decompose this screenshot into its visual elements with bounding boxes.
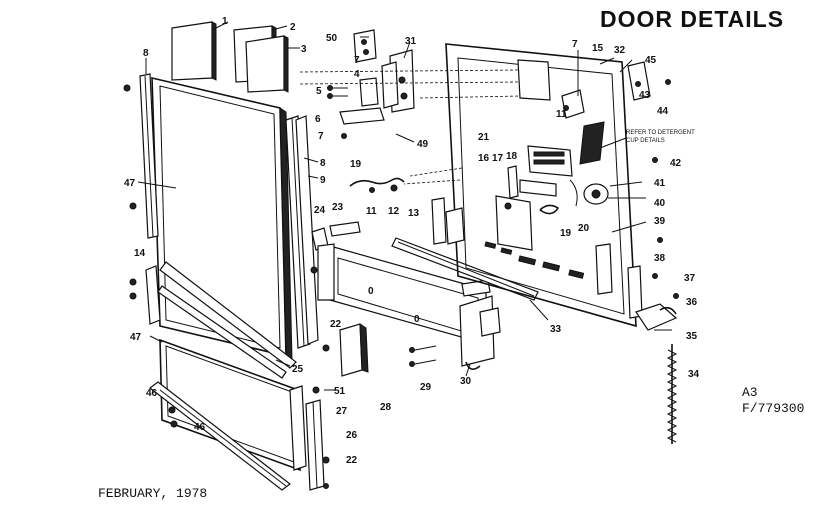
callout-9: 9	[320, 175, 326, 186]
callout-47a: 47	[124, 178, 136, 189]
callout-44: 44	[657, 106, 669, 117]
callout-51: 51	[334, 386, 346, 397]
callout-36: 36	[686, 297, 698, 308]
bracket-14	[145, 265, 161, 325]
callout-19b: 19	[560, 228, 572, 239]
callout-46a: 46	[146, 388, 158, 399]
door-panel-3	[245, 35, 289, 93]
outer-door-panel	[151, 76, 293, 361]
hinge-45	[627, 61, 651, 101]
callout-25: 25	[292, 364, 304, 375]
trim-strip-25	[157, 261, 297, 379]
callout-34: 34	[688, 369, 700, 380]
callout-4: 4	[354, 69, 360, 80]
callout-20: 20	[578, 223, 590, 234]
callout-22a: 22	[330, 319, 342, 330]
detergent-note-line1: REFER TO DETERGENT	[626, 130, 695, 136]
callout-7c: 7	[318, 131, 324, 142]
door-spring-34	[666, 344, 678, 444]
callout-47b: 47	[130, 332, 142, 343]
screw-set	[123, 79, 679, 489]
callout-11a: 11	[556, 109, 567, 120]
wire-harness-19	[349, 177, 405, 193]
callout-18: 18	[506, 151, 518, 162]
side-trim-left	[139, 73, 159, 239]
callout-41: 41	[654, 178, 666, 189]
page-title: DOOR DETAILS	[600, 6, 785, 32]
callout-29: 29	[420, 382, 432, 393]
svg-text:0: 0	[368, 286, 374, 297]
callout-33: 33	[550, 324, 562, 335]
callout-21: 21	[478, 132, 490, 143]
callout-26: 26	[346, 430, 358, 441]
door-panel-1	[171, 21, 217, 81]
callout-8b: 8	[320, 158, 326, 169]
callout-42: 42	[670, 158, 682, 169]
bracket-38	[595, 243, 643, 319]
bracket-23-24	[311, 221, 361, 251]
leader-lines	[137, 21, 672, 391]
side-trim-right	[285, 115, 319, 349]
page-code: A3	[742, 385, 758, 400]
date-label: FEBRUARY, 1978	[98, 486, 208, 501]
hinge-35	[635, 303, 678, 331]
callout-15: 15	[592, 43, 604, 54]
callout-45: 45	[645, 55, 657, 66]
callout-22b: 22	[346, 455, 358, 466]
lower-bar-assembly: 0 0	[317, 243, 501, 367]
callout-13: 13	[408, 208, 420, 219]
inner-door-liner	[299, 43, 637, 328]
callout-40: 40	[654, 198, 666, 209]
callout-7b: 7	[354, 55, 360, 66]
callout-37: 37	[684, 273, 696, 284]
callout-28: 28	[380, 402, 392, 413]
callout-46b: 46	[194, 422, 206, 433]
callout-12: 12	[388, 206, 400, 217]
end-cap-26	[305, 399, 325, 491]
callout-1: 1	[222, 16, 228, 27]
callout-6: 6	[315, 114, 321, 125]
callout-50: 50	[326, 33, 338, 44]
callout-11b: 11	[366, 206, 377, 217]
callout-19a: 19	[350, 159, 362, 170]
callout-43: 43	[639, 90, 651, 101]
callout-23: 23	[332, 202, 344, 213]
callout-5: 5	[316, 86, 322, 97]
latch-13	[431, 197, 465, 245]
callout-16: 16	[478, 153, 490, 164]
callout-17: 17	[492, 153, 504, 164]
end-cap-27	[289, 385, 307, 471]
callout-2: 2	[290, 22, 296, 33]
callout-49: 49	[417, 139, 429, 150]
rail-33	[391, 237, 539, 301]
svg-text:0: 0	[414, 314, 420, 325]
callout-7a: 7	[572, 39, 578, 50]
callout-30: 30	[460, 376, 472, 387]
callout-32: 32	[614, 45, 626, 56]
callout-39: 39	[654, 216, 666, 227]
callout-3: 3	[301, 44, 307, 55]
detergent-cup-assembly	[495, 89, 609, 251]
callout-24: 24	[314, 205, 326, 216]
hinge-assembly	[339, 29, 415, 125]
detergent-note-line2: CUP DETAILS	[626, 138, 665, 144]
latch-part-28	[339, 323, 369, 377]
callout-14: 14	[134, 248, 146, 259]
callout-38: 38	[654, 253, 666, 264]
figure-code: F/779300	[742, 401, 805, 416]
bottom-strip-46	[149, 381, 291, 491]
callout-27: 27	[336, 406, 348, 417]
hook-30	[465, 361, 481, 370]
callout-35: 35	[686, 331, 698, 342]
callout-31: 31	[405, 36, 417, 47]
callout-8a: 8	[143, 48, 149, 59]
